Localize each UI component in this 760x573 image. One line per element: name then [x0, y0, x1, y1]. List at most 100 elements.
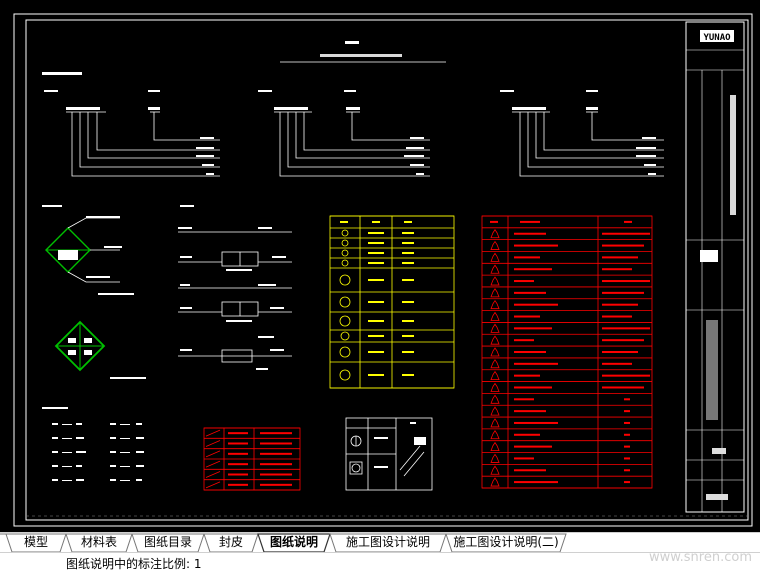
equipment-spec-cell — [602, 244, 644, 247]
equipment-name-cell — [514, 374, 540, 377]
equipment-name-cell — [514, 351, 546, 353]
equipment-icon — [490, 323, 500, 333]
symbol-name-cell — [368, 320, 384, 322]
company-logo-text: YUNAO — [703, 33, 731, 43]
symbol-spec-cell — [402, 335, 414, 337]
equipment-name-cell — [514, 457, 534, 460]
equipment-spec-cell — [624, 469, 630, 472]
equipment-icon — [490, 252, 500, 262]
tab-design-notes-1[interactable]: 施工图设计说明(一) — [345, 535, 430, 568]
equipment-spec-cell — [602, 386, 644, 389]
symbol-spec-cell — [402, 242, 414, 244]
watermark: www.snren.com — [648, 550, 752, 565]
line-type-name — [228, 432, 248, 435]
tab-cover[interactable]: 封皮 — [218, 535, 243, 549]
equipment-spec-cell — [602, 303, 638, 306]
red-table-header-cell — [490, 220, 498, 223]
line-type-sample — [205, 440, 221, 447]
equipment-spec-cell — [602, 374, 650, 377]
symbol-icon — [341, 259, 349, 267]
equipment-spec-cell — [602, 339, 644, 342]
symbol-spec-cell — [402, 320, 414, 322]
symbol-icon — [339, 346, 351, 358]
line-type-name — [228, 442, 248, 445]
equipment-spec-cell — [602, 315, 632, 318]
company-logo — [700, 30, 734, 42]
equipment-name-cell — [514, 398, 534, 401]
equipment-icon — [490, 406, 500, 416]
tab-drawing-index[interactable]: 图纸目录 — [143, 535, 192, 549]
abbreviation-list — [52, 423, 144, 481]
equipment-name-cell — [514, 244, 558, 247]
equipment-spec-cell — [624, 410, 630, 413]
annotation-group-3 — [500, 90, 664, 177]
equipment-icon — [490, 229, 500, 239]
equipment-icon — [490, 359, 500, 369]
drawing-header — [42, 41, 446, 75]
red-table-header-cell — [520, 220, 540, 223]
annotation-group-1 — [44, 90, 220, 177]
symbol-name-cell — [368, 301, 384, 303]
equipment-icon — [490, 430, 500, 440]
equipment-icon — [490, 453, 500, 463]
symbol-name-cell — [368, 232, 384, 234]
equipment-name-cell — [514, 256, 540, 259]
status-text: 图纸说明中的标注比例: 1 — [66, 557, 202, 571]
symbol-icon — [341, 229, 349, 237]
line-type-name — [228, 483, 248, 486]
inner-frame — [25, 19, 749, 521]
symbol-spec-cell — [402, 232, 414, 234]
equipment-spec-cell — [602, 232, 650, 235]
equipment-icon — [490, 465, 500, 475]
line-type-spec — [260, 442, 292, 445]
equipment-icon — [490, 370, 500, 381]
symbol-icon — [341, 239, 349, 247]
cad-drawing: YUNAO — [13, 13, 753, 527]
equipment-icon — [490, 418, 500, 428]
title-block: YUNAO — [685, 21, 745, 513]
symbol-icon — [341, 249, 349, 257]
symbol-name-cell — [368, 262, 384, 264]
equipment-icon — [490, 299, 500, 310]
red-table-header-cell — [624, 220, 632, 223]
yellow-table-header-cell — [372, 221, 380, 223]
symbol-spec-cell — [402, 351, 414, 353]
equipment-spec-cell — [602, 351, 638, 353]
symbol-name-cell — [368, 351, 384, 353]
equipment-name-cell — [514, 303, 558, 306]
symbol-name-cell — [368, 242, 384, 244]
equipment-spec-cell — [624, 457, 630, 460]
left-symbol-area — [42, 205, 146, 409]
equipment-legend-table — [481, 215, 653, 489]
symbol-spec-cell — [402, 301, 414, 303]
lamp-legend-table — [345, 417, 433, 491]
symbol-spec-cell — [402, 279, 414, 281]
symbol-spec-cell — [402, 262, 414, 264]
tab-model[interactable]: 模型 — [23, 535, 48, 549]
tab-material-list[interactable]: 材料表 — [80, 535, 117, 549]
annotation-group-2 — [258, 90, 430, 177]
tab-design-notes-2[interactable]: 施工图设计说明(二) — [453, 535, 559, 549]
equipment-spec-cell — [602, 362, 632, 365]
symbol-spec-cell — [402, 252, 414, 254]
equipment-spec-cell — [624, 398, 630, 401]
line-legend-table — [203, 427, 301, 491]
symbol-icon — [339, 296, 351, 308]
yellow-table-header-cell — [340, 221, 348, 223]
tab-drawing-notes[interactable]: 图纸说明 — [269, 535, 318, 549]
equipment-name-cell — [514, 268, 552, 271]
line-type-spec — [260, 452, 292, 455]
drawing-canvas[interactable]: YUNAO — [0, 0, 760, 532]
equipment-icon — [490, 477, 500, 487]
line-type-sample — [205, 481, 221, 489]
equipment-name-cell — [514, 445, 552, 448]
equipment-icon — [490, 394, 500, 404]
tab-shapes — [0, 533, 567, 553]
equipment-name-cell — [514, 280, 534, 283]
pipe-schematic — [178, 205, 292, 370]
equipment-spec-cell — [624, 481, 630, 484]
symbol-legend-table — [329, 215, 455, 389]
line-type-spec — [260, 473, 292, 476]
equipment-name-cell — [514, 362, 558, 365]
yellow-table-header-cell — [404, 221, 412, 223]
